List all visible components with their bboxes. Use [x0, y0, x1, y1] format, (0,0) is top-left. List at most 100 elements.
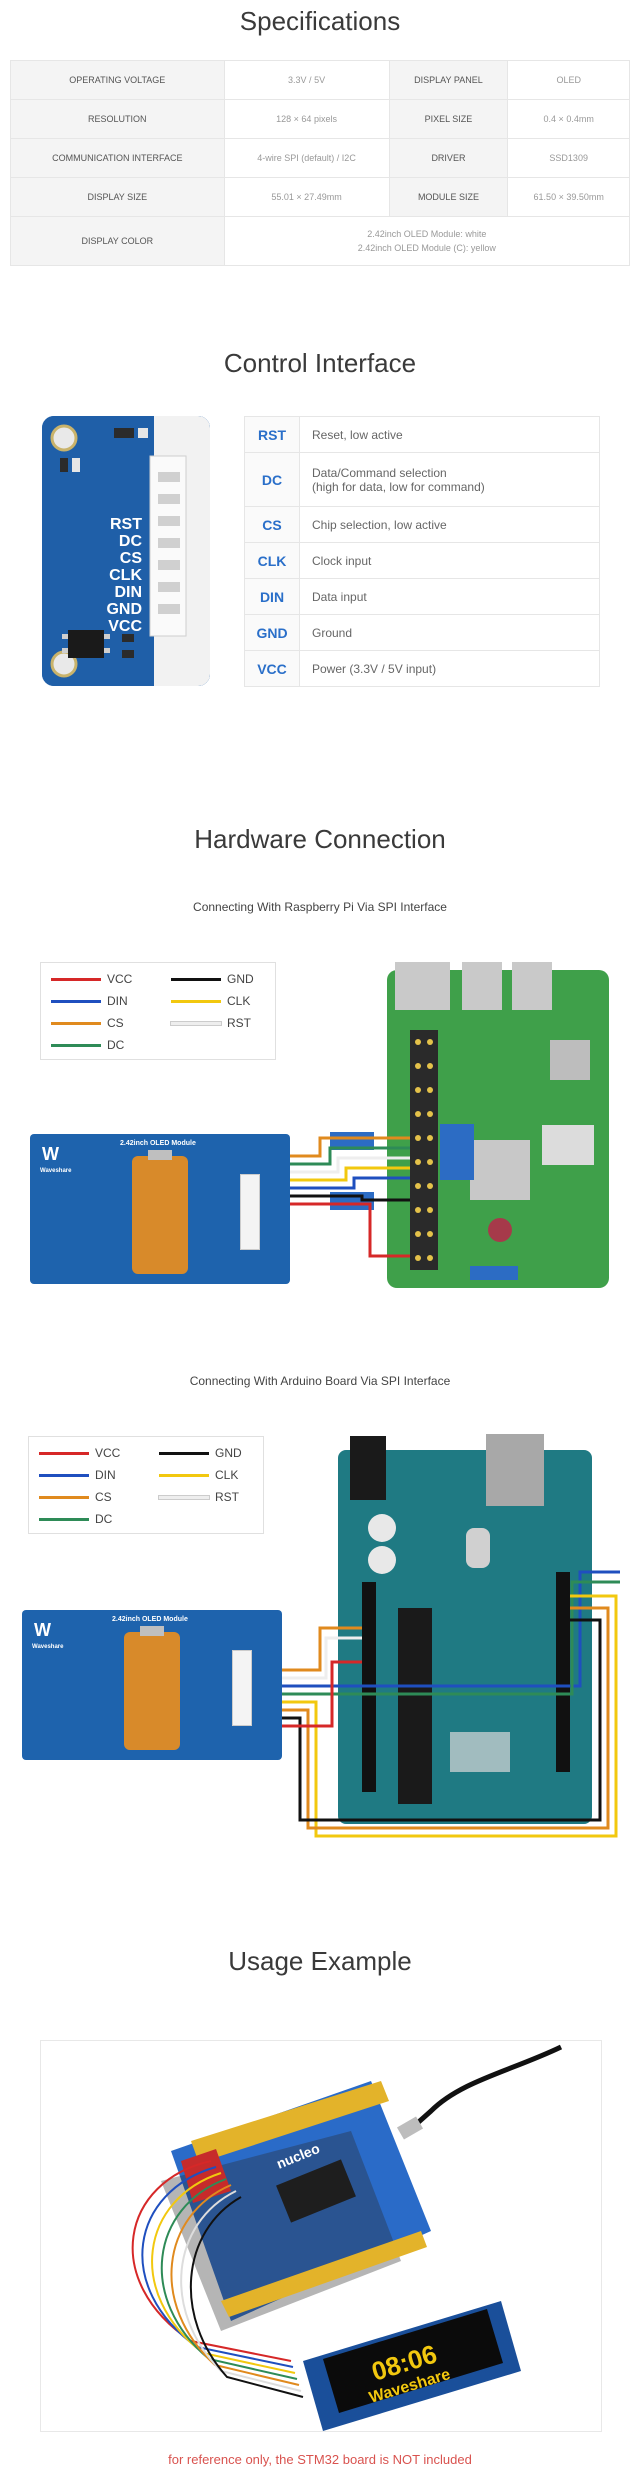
- pin-description: Reset, low active: [299, 416, 600, 453]
- spec-label: DISPLAY PANEL: [388, 60, 509, 100]
- board-pin-label: DC: [118, 533, 142, 550]
- pin-description: Power (3.3V / 5V input): [299, 650, 600, 687]
- spec-value: 128 × 64 pixels: [223, 99, 390, 139]
- legend-label: DC: [107, 1038, 125, 1052]
- arduino-connection-diagram: [270, 1434, 620, 1838]
- legend-label: DC: [95, 1512, 113, 1526]
- wire-swatch: [159, 1452, 209, 1455]
- waveshare-logo: W: [42, 1144, 59, 1164]
- board-pin-label: RST: [110, 516, 142, 533]
- control-interface-title: Control Interface: [223, 348, 417, 378]
- wire-swatch: [51, 978, 101, 981]
- spec-label: OPERATING VOLTAGE: [10, 60, 225, 100]
- spec-value: 61.50 × 39.50mm: [507, 177, 630, 217]
- legend-label: DIN: [95, 1468, 116, 1482]
- specifications-title: Specifications: [239, 6, 401, 36]
- spec-label: PIXEL SIZE: [388, 99, 509, 139]
- wire-swatch: [39, 1452, 89, 1455]
- reference-note: for reference only, the STM32 board is N…: [168, 2452, 472, 2467]
- wire-swatch: [51, 1000, 101, 1003]
- pin-name: RST: [244, 416, 300, 453]
- pin-name: VCC: [244, 650, 300, 687]
- spec-value: 4-wire SPI (default) / I2C: [223, 138, 390, 178]
- wire-swatch: [170, 1021, 222, 1026]
- pin-description-line: Ground: [312, 625, 353, 640]
- arduino-caption: Connecting With Arduino Board Via SPI In…: [189, 1374, 451, 1388]
- pin-description-line: Power (3.3V / 5V input): [312, 661, 437, 676]
- wire-swatch: [159, 1474, 209, 1477]
- hardware-connection-title: Hardware Connection: [194, 824, 446, 854]
- wire-swatch: [51, 1022, 101, 1025]
- pin-name: CS: [244, 506, 300, 543]
- board-pin-label: VCC: [108, 618, 142, 635]
- spec-label: DISPLAY COLOR: [10, 216, 225, 266]
- spec-value: 0.4 × 0.4mm: [507, 99, 630, 139]
- legend-label: CS: [107, 1016, 124, 1030]
- legend-label: CLK: [227, 994, 251, 1008]
- pin-name: CLK: [244, 542, 300, 579]
- pin-description-line: (high for data, low for command): [312, 479, 485, 494]
- legend-label: DIN: [107, 994, 128, 1008]
- spec-value-display-color: 2.42inch OLED Module: white 2.42inch OLED…: [223, 216, 631, 266]
- waveshare-logo-2: W: [34, 1620, 51, 1640]
- pin-description: Chip selection, low active: [299, 506, 600, 543]
- pin-description-line: Data/Command selection: [312, 465, 447, 480]
- legend-label: GND: [215, 1446, 242, 1460]
- spec-label: COMMUNICATION INTERFACE: [10, 138, 225, 178]
- rpi-connection-diagram: [288, 962, 609, 1288]
- pin-name: DIN: [244, 578, 300, 615]
- spec-value: OLED: [507, 60, 630, 100]
- wire-color-legend-arduino: VCC GND DIN CLK CS RST DC: [28, 1436, 264, 1534]
- board-pin-label: CS: [119, 550, 142, 567]
- wire-swatch: [39, 1474, 89, 1477]
- spec-value: SSD1309: [507, 138, 630, 178]
- legend-label: GND: [227, 972, 254, 986]
- pin-description: Ground: [299, 614, 600, 651]
- spec-label: DRIVER: [388, 138, 509, 178]
- pin-description: Data/Command selection(high for data, lo…: [299, 452, 600, 507]
- usage-photo-frame: nucleo 08:06 Waveshare: [40, 2040, 602, 2432]
- brand-label-2: Waveshare: [32, 1644, 64, 1650]
- spec-label: MODULE SIZE: [388, 177, 509, 217]
- usage-photo: nucleo 08:06 Waveshare: [131, 2044, 563, 2431]
- legend-label: VCC: [95, 1446, 121, 1460]
- legend-label: VCC: [107, 972, 133, 986]
- spec-value: 3.3V / 5V: [223, 60, 390, 100]
- pin-name: DC: [244, 452, 300, 507]
- board-pin-label: GND: [106, 601, 142, 618]
- display-color-line: 2.42inch OLED Module: white: [367, 229, 487, 239]
- rpi-caption: Connecting With Raspberry Pi Via SPI Int…: [193, 900, 447, 914]
- wire-swatch: [171, 978, 221, 981]
- module-title-2: 2.42inch OLED Module: [112, 1616, 188, 1623]
- legend-label: CS: [95, 1490, 112, 1504]
- oled-module-rpi: W Waveshare 2.42inch OLED Module: [30, 1134, 290, 1284]
- pin-row: CS Chip selection, low active: [244, 506, 600, 543]
- oled-module-arduino: W Waveshare 2.42inch OLED Module: [22, 1610, 282, 1760]
- display-color-line: 2.42inch OLED Module (C): yellow: [357, 243, 496, 253]
- spec-label: RESOLUTION: [10, 99, 225, 139]
- wire-swatch: [39, 1496, 89, 1499]
- legend-label: RST: [215, 1490, 239, 1504]
- board-pin-label: CLK: [109, 567, 142, 584]
- board-pin-label: DIN: [114, 584, 142, 601]
- pin-description: Clock input: [299, 542, 600, 579]
- usage-example-title: Usage Example: [228, 1946, 412, 1976]
- pin-description-line: Chip selection, low active: [312, 517, 447, 532]
- spec-label: DISPLAY SIZE: [10, 177, 225, 217]
- wire-swatch: [39, 1518, 89, 1521]
- legend-label: CLK: [215, 1468, 239, 1482]
- wire-swatch: [51, 1044, 101, 1047]
- brand-label: Waveshare: [40, 1168, 72, 1174]
